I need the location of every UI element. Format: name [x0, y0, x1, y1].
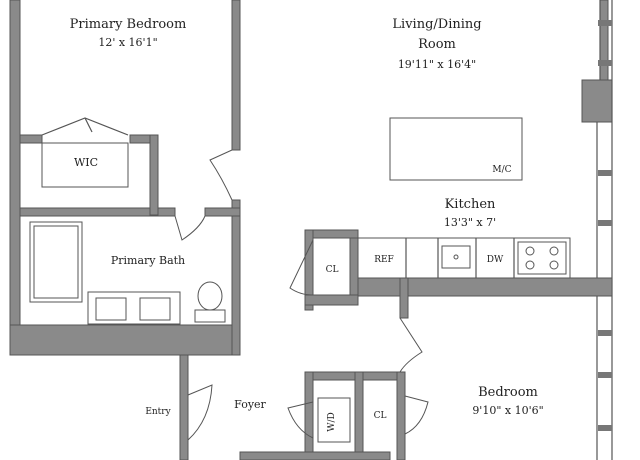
bedroom-door	[399, 317, 423, 373]
bath-top-wall	[19, 207, 176, 217]
wic-wall-side	[149, 134, 159, 216]
bedroom-label: Bedroom	[478, 385, 538, 400]
toilet-tank	[194, 309, 226, 323]
lower-closet-right	[396, 371, 406, 460]
primary-bedroom-label: Primary Bedroom	[70, 17, 187, 32]
bottom-wall-segment	[239, 451, 391, 460]
wic-wall-left	[19, 134, 43, 144]
exterior-wall-right-top	[599, 0, 609, 81]
wic-shelf	[41, 142, 129, 188]
kitchen-island	[389, 117, 523, 181]
foyer-label: Foyer	[234, 398, 266, 411]
sink-right	[139, 297, 171, 321]
sink-drain	[453, 254, 459, 260]
primary-bedroom-right-wall	[231, 0, 241, 151]
entry-label: Entry	[145, 407, 171, 417]
living-dining-label-line2: Room	[418, 37, 456, 52]
primary-bath-label: Primary Bath	[111, 254, 185, 267]
closet-1-door	[289, 239, 314, 296]
closet-1-bottom	[304, 294, 359, 306]
kitchen-dims: 13'3" x 7'	[444, 216, 496, 229]
wic-door-leaf	[84, 117, 93, 133]
bedroom-dims: 9'10" x 10'6"	[472, 404, 543, 417]
sink-left	[95, 297, 127, 321]
lower-closet-left	[304, 371, 314, 460]
primary-bedroom-door	[209, 149, 233, 201]
shower-inner	[33, 225, 79, 299]
kitchen-label: Kitchen	[445, 197, 496, 212]
column	[581, 79, 613, 123]
foyer-wall-left	[179, 354, 189, 460]
bath-door	[174, 215, 206, 241]
closet-2-label: CL	[374, 411, 387, 421]
bath-top-wall-right	[204, 207, 241, 217]
exterior-wall-left	[9, 0, 21, 356]
washer-dryer	[317, 397, 351, 443]
kitchen-wall-left	[349, 229, 359, 297]
window-mullions	[598, 20, 612, 431]
kitchen-bottom-wall	[349, 277, 613, 297]
entry-door	[187, 384, 213, 441]
living-dining-dims: 19'11" x 16'4"	[398, 58, 476, 71]
closet-1-label: CL	[326, 265, 339, 275]
bath-right-wall	[231, 199, 241, 356]
wic-label: WIC	[74, 156, 98, 169]
closet-1-left	[304, 229, 314, 311]
ref-label: REF	[374, 255, 394, 265]
lower-closet-mid	[354, 371, 364, 460]
bedroom-left-wall	[399, 277, 409, 319]
closet-2-door	[404, 395, 429, 435]
bath-bottom-wall	[9, 324, 241, 356]
dw-label: DW	[487, 255, 504, 265]
toilet-bowl	[197, 281, 223, 311]
living-dining-label-line1: Living/Dining	[392, 17, 481, 32]
primary-bedroom-dims: 12' x 16'1"	[98, 36, 157, 49]
mw-label: M/C	[492, 165, 511, 175]
wd-door	[287, 401, 314, 439]
cooktop	[517, 241, 567, 275]
wd-label: W/D	[327, 412, 337, 432]
wic-door-swing	[41, 117, 129, 136]
